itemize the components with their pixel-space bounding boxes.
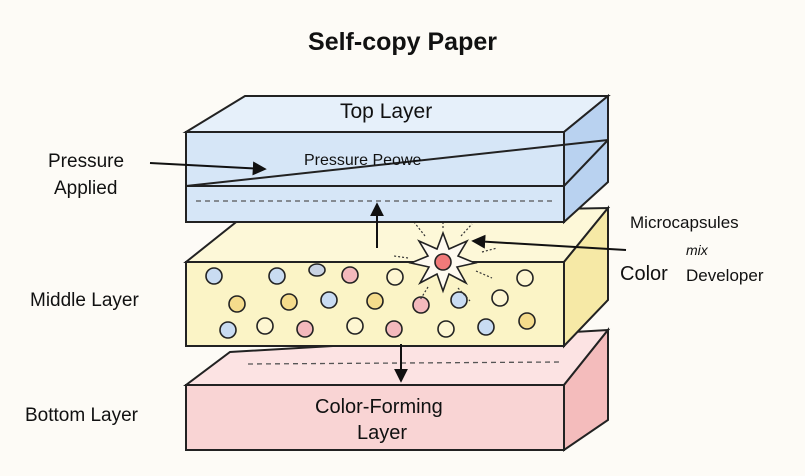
pressure-applied-label-line1: Pressure xyxy=(48,151,125,172)
microcapsule xyxy=(518,312,536,330)
microcapsule xyxy=(516,269,534,287)
top-layer-label: Top Layer xyxy=(340,100,433,123)
pressure-arrow xyxy=(149,161,267,176)
pressure-box-label: Pressure Peowe xyxy=(304,152,422,169)
microcapsule xyxy=(450,291,468,309)
microcapsule xyxy=(280,293,298,311)
color-label: Color xyxy=(620,263,668,285)
microcapsule xyxy=(268,267,286,285)
microcapsule xyxy=(437,320,455,338)
microcapsules xyxy=(205,263,536,339)
microcapsules-label: Microcapsules xyxy=(630,213,739,232)
microcapsule xyxy=(205,267,223,285)
color-forming-label-line1: Color-Forming xyxy=(315,396,443,418)
mix-label: mix xyxy=(686,242,708,258)
developer-label: Developer xyxy=(686,266,764,285)
microcapsule xyxy=(228,295,246,313)
middle-layer-label: Middle Layer xyxy=(30,290,139,311)
bottom-layer-label: Bottom Layer xyxy=(25,405,138,426)
microcapsule xyxy=(341,266,359,284)
microcapsule xyxy=(386,268,404,286)
microcapsule-arrow xyxy=(471,234,627,251)
diagram-title: Self-copy Paper xyxy=(308,28,497,56)
microcapsule xyxy=(491,289,509,307)
microcapsule xyxy=(385,320,403,338)
microcapsule xyxy=(308,263,326,277)
microcapsule xyxy=(477,318,495,336)
microcapsule xyxy=(320,291,338,309)
color-forming-label-line2: Layer xyxy=(357,422,408,444)
pressure-applied-label-line2: Applied xyxy=(54,178,118,199)
microcapsule xyxy=(219,321,237,339)
microcapsule xyxy=(366,292,384,310)
microcapsule xyxy=(296,320,314,338)
microcapsule xyxy=(412,296,430,314)
microcapsule xyxy=(256,317,274,335)
microcapsule xyxy=(346,317,364,335)
